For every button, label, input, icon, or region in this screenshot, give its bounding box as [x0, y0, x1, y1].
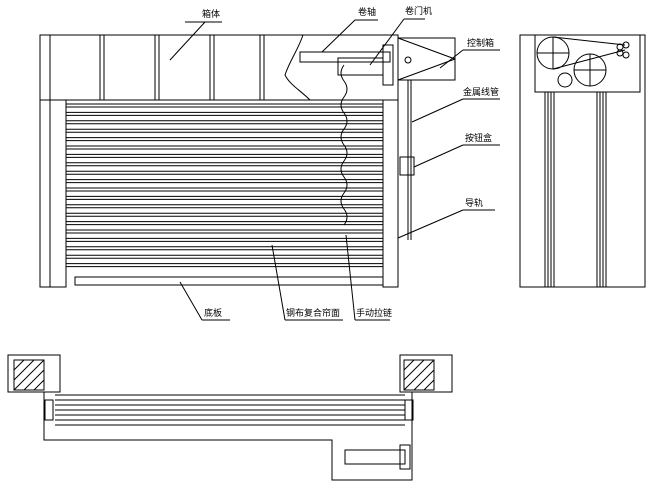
label-motor: 卷门机	[405, 5, 432, 17]
plan-view	[7, 354, 453, 481]
callouts: 箱体 卷轴 卷门机 控制箱 金属线管 按钮盒 导轨 底板 钢布复合帘面 手动拉链	[169, 5, 500, 321]
side-box	[534, 34, 641, 93]
label-shaft: 卷轴	[358, 6, 376, 18]
curtain-slats	[66, 103, 383, 268]
control-box	[397, 37, 456, 81]
left-wall	[39, 99, 51, 288]
label-bottom-plate: 底板	[204, 307, 222, 319]
left-rail	[49, 99, 67, 288]
label-box: 箱体	[202, 8, 220, 20]
top-box	[39, 34, 399, 101]
right-rail	[382, 99, 399, 288]
shaft	[299, 51, 391, 63]
label-conduit: 金属线管	[463, 86, 499, 98]
label-guide-rail: 导轨	[465, 197, 483, 209]
label-curtain: 钢布复合帘面	[286, 307, 340, 319]
side-view	[519, 34, 646, 288]
label-button-box: 按钮盒	[465, 132, 492, 144]
bottom-plate	[74, 276, 384, 286]
front-view	[39, 34, 456, 288]
motor	[337, 57, 384, 76]
label-control-box: 控制箱	[467, 37, 494, 49]
manual-chain	[340, 64, 348, 226]
cutaway-line	[284, 34, 311, 101]
label-manual-chain: 手动拉链	[356, 307, 392, 319]
button-box	[399, 156, 415, 176]
